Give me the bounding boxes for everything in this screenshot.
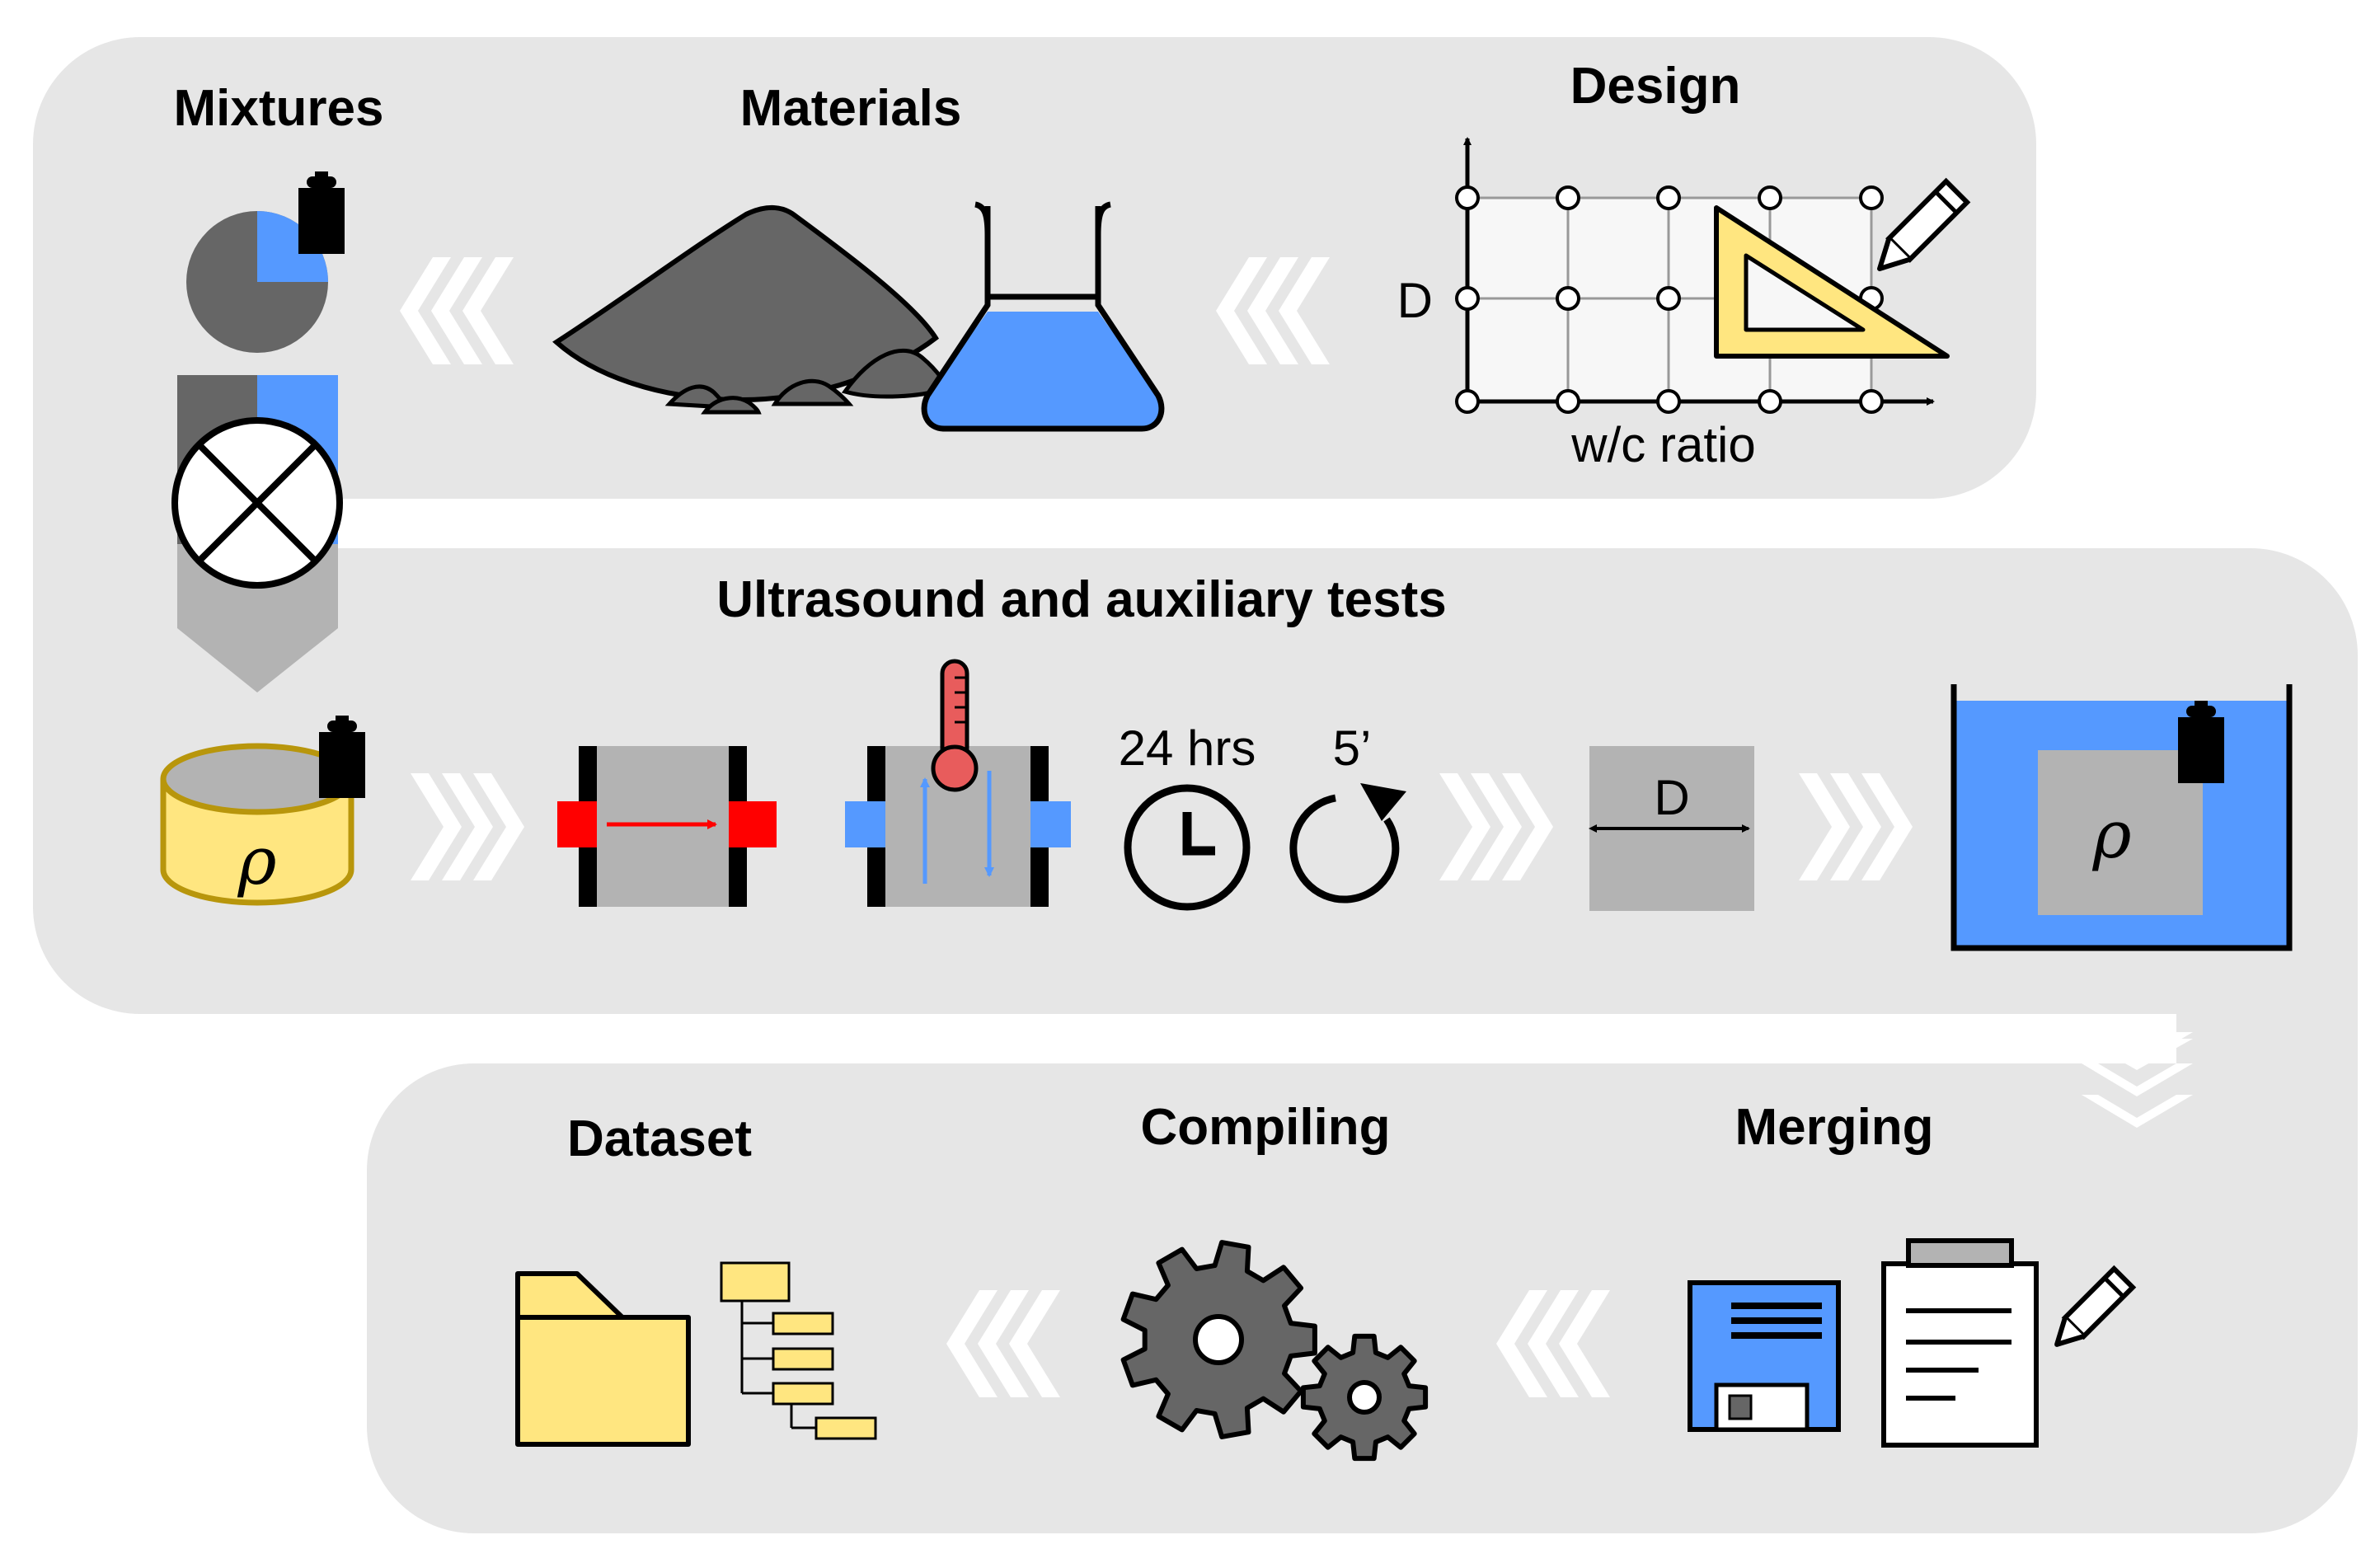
density-symbol: ρ <box>237 823 276 899</box>
ultrasound-probe-icon <box>557 746 777 907</box>
label-materials: Materials <box>740 80 962 137</box>
pie-chart-icon <box>186 211 328 353</box>
specimen-icon: D <box>1589 746 1754 911</box>
y-axis-label: D <box>1397 273 1433 328</box>
divider-top <box>499 503 2380 546</box>
x-axis-label: w/c ratio <box>1570 417 1755 472</box>
set-square-icon <box>1714 205 1950 359</box>
chevrons-icon <box>400 257 2193 1397</box>
mixer-icon <box>171 375 343 692</box>
cylinder-icon: ρ <box>160 743 354 906</box>
label-design: Design <box>1570 58 1741 115</box>
gear-icon <box>1120 1240 1317 1439</box>
sand-pile-icon <box>552 204 951 415</box>
tree-icon <box>720 1261 877 1440</box>
submerged-density-symbol: ρ <box>2091 796 2131 873</box>
label-compiling: Compiling <box>1140 1099 1390 1156</box>
floppy-disk-icon <box>1688 1280 1841 1432</box>
label-merging: Merging <box>1735 1099 1933 1156</box>
pencil-icon <box>1877 177 1971 271</box>
divider-bottom <box>0 1018 1888 1061</box>
thermometer-test-icon <box>845 659 1071 907</box>
bottom-panel <box>367 907 2358 1533</box>
thermometer-icon <box>931 659 979 792</box>
refresh-icon <box>1289 783 1406 904</box>
gear-icon <box>1300 1333 1429 1462</box>
label-ultrasound: Ultrasound and auxiliary tests <box>716 571 1446 628</box>
pencil-icon <box>2054 1265 2137 1347</box>
flask-icon <box>921 201 1165 432</box>
clipboard-icon <box>1881 1238 2039 1448</box>
label-dataset: Dataset <box>567 1110 752 1167</box>
interval-label: 5’ <box>1333 721 1372 776</box>
dimension-label: D <box>1654 770 1689 825</box>
duration-label: 24 hrs <box>1119 721 1256 776</box>
folder-icon <box>515 1271 691 1447</box>
label-mixtures: Mixtures <box>174 80 384 137</box>
clock-icon <box>1124 784 1251 911</box>
tank-icon: ρ <box>1950 684 2293 951</box>
